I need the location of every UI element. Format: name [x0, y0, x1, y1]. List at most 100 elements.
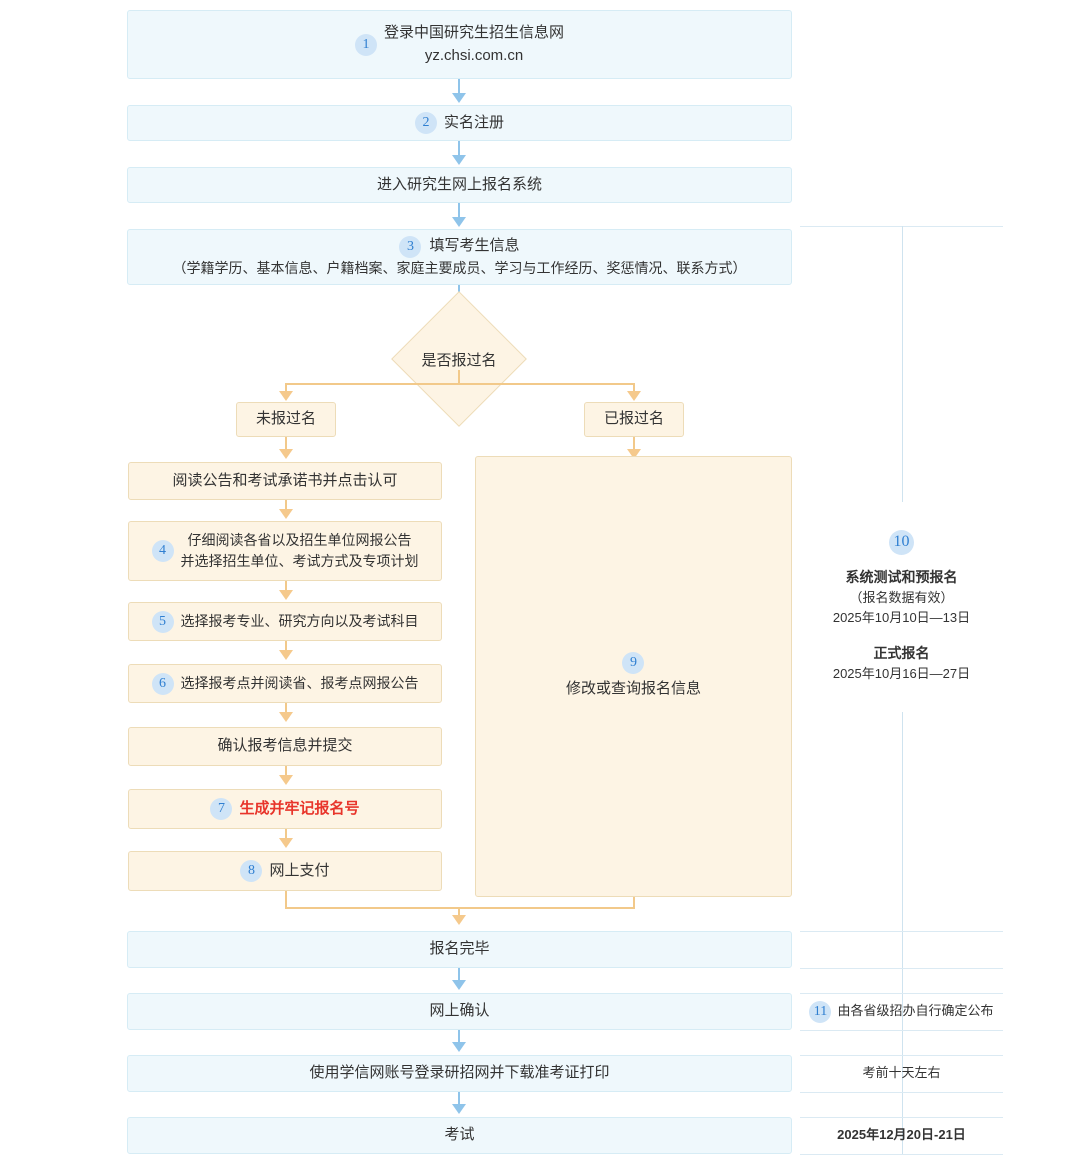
- decision-label: 是否报过名: [421, 351, 497, 369]
- left-step-8[interactable]: 8 网上支付: [128, 851, 442, 891]
- merge-center-stem: [458, 907, 460, 917]
- arrow-branch-right: [627, 391, 641, 401]
- timeline-sep-2: [800, 968, 1003, 969]
- step-9-badge: 9: [622, 652, 645, 675]
- timeline-sep-3: [800, 993, 1003, 994]
- arrow-branch-left: [279, 391, 293, 401]
- step-4-badge: 4: [151, 540, 174, 562]
- step-10-badge: 10: [889, 529, 914, 555]
- bottom-step-signup-complete-label: 报名完毕: [429, 940, 490, 958]
- bottom-step-exam-label: 考试: [444, 1126, 475, 1144]
- merge-right-stem: [633, 897, 635, 909]
- timeline-sep-6: [800, 1092, 1003, 1093]
- connector-branch-right-down: [633, 437, 635, 451]
- step-3-line1: 填写考生信息: [429, 237, 520, 255]
- branch-right-stem: [633, 383, 635, 394]
- branch-left-label: 未报过名: [255, 410, 316, 428]
- left-step-read-notice[interactable]: 阅读公告和考试承诺书并点击认可: [128, 462, 442, 500]
- left-step-6[interactable]: 6 选择报考点并阅读省、报考点网报公告: [128, 664, 442, 703]
- connector-3-4: [458, 203, 460, 219]
- left-step-5[interactable]: 5 选择报考专业、研究方向以及考试科目: [128, 602, 442, 641]
- timeline-step-10: 10 系统测试和预报名 （报名数据有效） 2025年10月10日—13日 正式报…: [800, 512, 1003, 702]
- timeline-sep-5: [800, 1055, 1003, 1056]
- bottom-step-online-confirm[interactable]: 网上确认: [127, 993, 792, 1030]
- left-step-7[interactable]: 7 生成并牢记报名号: [128, 789, 442, 829]
- arrow-1-2: [452, 93, 466, 103]
- step-5-label: 选择报考专业、研究方向以及考试科目: [180, 613, 419, 629]
- left-step-read-notice-label: 阅读公告和考试承诺书并点击认可: [172, 471, 398, 489]
- step-8-badge: 8: [240, 860, 263, 882]
- connector-l2-l3: [285, 641, 287, 652]
- decision-stem: [458, 370, 460, 383]
- timeline-admit-card: 考前十天左右: [800, 1055, 1003, 1092]
- left-step-confirm-submit[interactable]: 确认报考信息并提交: [128, 727, 442, 766]
- step-3-badge: 3: [399, 235, 422, 258]
- left-step-4[interactable]: 4 仔细阅读各省以及招生单位网报公告 并选择招生单位、考试方式及专项计划: [128, 521, 442, 581]
- step-2-label: 实名注册: [443, 113, 504, 131]
- step-3-line2: （学籍学历、基本信息、户籍档案、家庭主要成员、学习与工作经历、奖惩情况、联系方式…: [172, 259, 747, 276]
- step-6-badge: 6: [151, 672, 174, 695]
- decision-label-wrap: 是否报过名: [389, 325, 529, 393]
- step-10-date-formal: 2025年10月16日—27日: [832, 666, 971, 682]
- arrow-l3-l4: [279, 712, 293, 722]
- step-10-title-formal: 正式报名: [873, 644, 930, 661]
- arrow-l4-l5: [279, 775, 293, 785]
- step-7-label: 生成并牢记报名号: [239, 799, 360, 817]
- step-2-badge: 2: [414, 112, 437, 134]
- timeline-admit-card-label: 考前十天左右: [862, 1065, 941, 1081]
- arrow-l0-l1: [279, 509, 293, 519]
- connector-l0-l1: [285, 500, 287, 511]
- connector-l4-l5: [285, 766, 287, 777]
- step-9-label: 修改或查询报名信息: [565, 680, 701, 698]
- timeline-sep-7: [800, 1117, 1003, 1118]
- connector-branch-left-down: [285, 437, 287, 451]
- arrow-l2-l3: [279, 650, 293, 660]
- enter-system-box[interactable]: 进入研究生网上报名系统: [127, 167, 792, 203]
- step-10-date-pre: 2025年10月10日—13日: [832, 610, 971, 626]
- arrow-b1-b2: [452, 1042, 466, 1052]
- arrow-b0-b1: [452, 980, 466, 990]
- timeline-sep-1: [800, 931, 1003, 932]
- bottom-step-online-confirm-label: 网上确认: [429, 1002, 490, 1020]
- bottom-step-exam[interactable]: 考试: [127, 1117, 792, 1154]
- right-step-9[interactable]: 9 修改或查询报名信息: [475, 456, 792, 897]
- step-1-badge: 1: [354, 33, 377, 56]
- timeline-vline-lower: [902, 712, 903, 1155]
- step-4-line2: 并选择招生单位、考试方式及专项计划: [180, 553, 419, 569]
- connector-b1-b2: [458, 1030, 460, 1044]
- connector-b2-b3: [458, 1092, 460, 1106]
- left-step-confirm-submit-label: 确认报考信息并提交: [217, 737, 353, 755]
- step-11-badge: 11: [809, 1000, 832, 1023]
- branch-right-box[interactable]: 已报过名: [584, 402, 684, 437]
- step-10-title-pre: 系统测试和预报名: [845, 568, 958, 585]
- branch-right-label: 已报过名: [603, 410, 664, 428]
- timeline-vline-upper: [902, 226, 903, 502]
- arrow-l1-l2: [279, 590, 293, 600]
- step-2-box[interactable]: 2 实名注册: [127, 105, 792, 141]
- bottom-step-signup-complete[interactable]: 报名完毕: [127, 931, 792, 968]
- step-8-label: 网上支付: [269, 861, 330, 879]
- branch-left-box[interactable]: 未报过名: [236, 402, 336, 437]
- step-1-box[interactable]: 1 登录中国研究生招生信息网 yz.chsi.com.cn: [127, 10, 792, 79]
- step-10-sub-pre: （报名数据有效）: [849, 590, 954, 606]
- timeline-sep-4: [800, 1030, 1003, 1031]
- enter-system-label: 进入研究生网上报名系统: [376, 175, 542, 193]
- connector-l5-l6: [285, 829, 287, 840]
- connector-l1-l2: [285, 581, 287, 592]
- arrow-3-4: [452, 217, 466, 227]
- connector-b0-b1: [458, 968, 460, 982]
- arrow-2-3: [452, 155, 466, 165]
- bottom-step-admit-card[interactable]: 使用学信网账号登录研招网并下载准考证打印: [127, 1055, 792, 1092]
- step-3-box[interactable]: 3 填写考生信息 （学籍学历、基本信息、户籍档案、家庭主要成员、学习与工作经历、…: [127, 229, 792, 285]
- timeline-sep-top: [800, 226, 1003, 227]
- step-1-line1: 登录中国研究生招生信息网: [383, 24, 564, 41]
- merge-bar: [285, 907, 635, 909]
- step-1-line2: yz.chsi.com.cn: [424, 46, 524, 64]
- connector-1-2: [458, 79, 460, 96]
- arrow-merge-down: [452, 915, 466, 925]
- step-6-label: 选择报考点并阅读省、报考点网报公告: [180, 675, 419, 691]
- bottom-step-admit-card-label: 使用学信网账号登录研招网并下载准考证打印: [309, 1064, 610, 1082]
- step-4-line1: 仔细阅读各省以及招生单位网报公告: [187, 532, 412, 548]
- step-11-label: 由各省级招办自行确定公布: [837, 1003, 994, 1019]
